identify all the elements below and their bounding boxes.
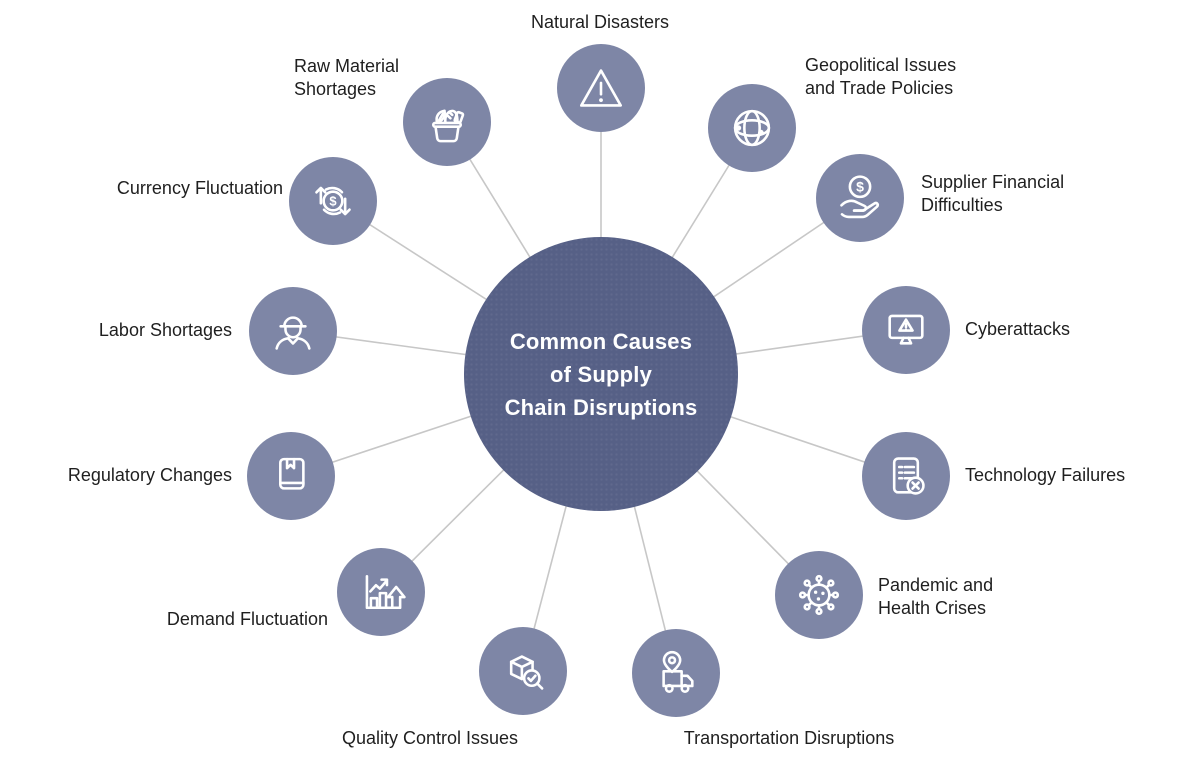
node-currency-fluctuation: $ — [289, 157, 377, 245]
label-geopolitical-issues: Geopolitical Issues and Trade Policies — [805, 55, 957, 98]
node-cyberattacks — [862, 286, 950, 374]
label-quality-control-issues: Quality Control Issues — [341, 728, 519, 748]
label-natural-disasters: Natural Disasters — [530, 12, 670, 32]
node-quality-control-issues — [479, 627, 567, 715]
node-technology-failures — [862, 432, 950, 520]
label-technology-failures: Technology Failures — [965, 465, 1126, 485]
svg-text:$: $ — [856, 179, 864, 195]
svg-text:$: $ — [329, 194, 336, 209]
box-inspection-icon — [509, 655, 544, 690]
book-icon — [279, 457, 305, 490]
globe-icon — [733, 109, 771, 147]
warning-triangle-icon — [580, 69, 622, 107]
node-transportation-disruptions — [632, 629, 720, 717]
label-regulatory-changes: Regulatory Changes — [67, 465, 232, 485]
grocery-basket-icon — [431, 109, 465, 143]
node-supplier-financial: $ — [816, 154, 904, 242]
virus-icon — [798, 574, 840, 616]
node-raw-material-shortages — [403, 78, 491, 166]
coin-hand-icon: $ — [840, 175, 880, 219]
label-cyberattacks: Cyberattacks — [965, 319, 1071, 339]
chart-growth-icon — [365, 574, 406, 610]
label-supplier-financial: Supplier Financial Difficulties — [921, 172, 1065, 215]
node-regulatory-changes — [247, 432, 335, 520]
central-hub: Common Causes of Supply Chain Disruption… — [464, 237, 738, 511]
label-pandemic-health-crises: Pandemic and Health Crises — [878, 575, 994, 618]
node-geopolitical-issues — [708, 84, 796, 172]
label-raw-material-shortages: Raw Material Shortages — [294, 56, 400, 99]
document-error-icon — [892, 457, 925, 495]
label-transportation-disruptions: Transportation Disruptions — [683, 728, 895, 748]
node-pandemic-health-crises — [775, 551, 863, 639]
node-labor-shortages — [249, 287, 337, 375]
node-demand-fluctuation — [337, 548, 425, 636]
monitor-alert-icon — [888, 314, 924, 345]
currency-exchange-icon: $ — [315, 186, 351, 216]
worker-icon — [275, 316, 311, 350]
node-natural-disasters — [557, 44, 645, 132]
label-labor-shortages: Labor Shortages — [98, 320, 232, 340]
label-currency-fluctuation: Currency Fluctuation — [116, 178, 283, 198]
diagram-title: Common Causes of Supply Chain Disruption… — [504, 328, 698, 420]
label-demand-fluctuation: Demand Fluctuation — [166, 609, 328, 629]
delivery-truck-icon — [662, 650, 694, 693]
